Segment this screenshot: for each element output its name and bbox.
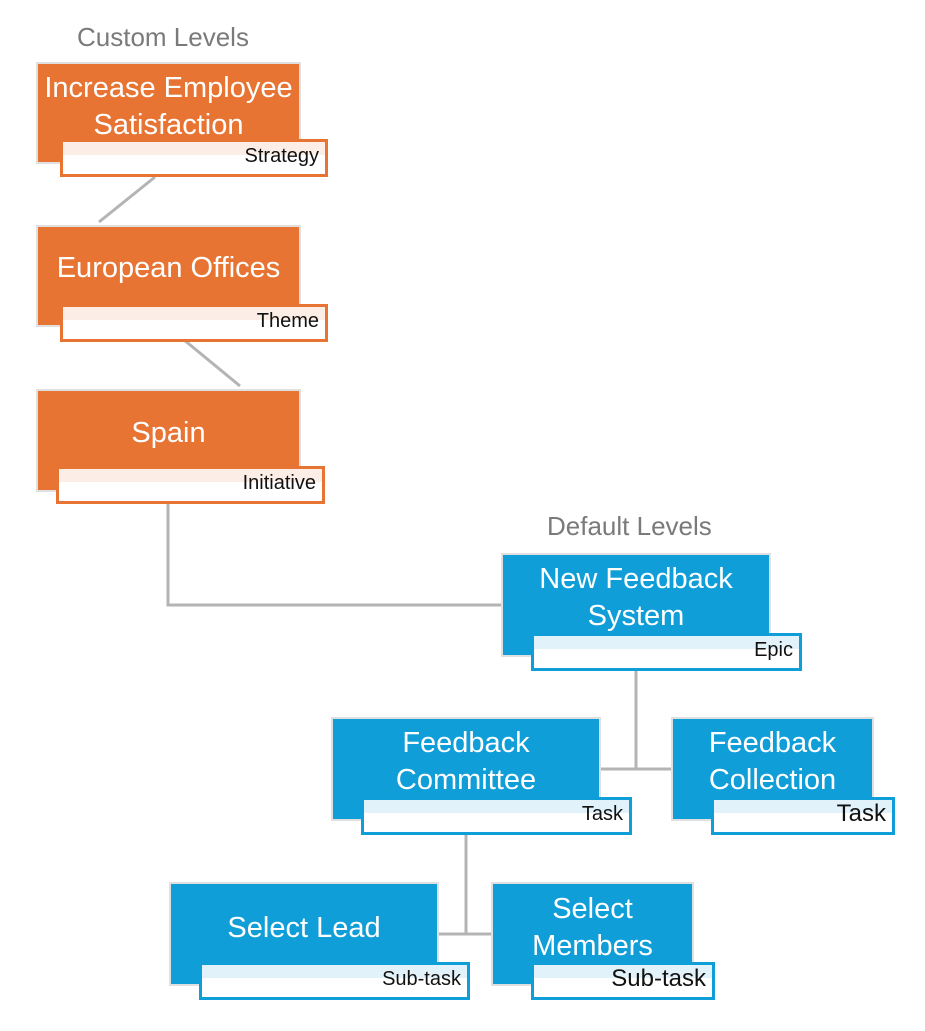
initiative-level-tag: Initiative (56, 466, 325, 504)
subtask-lead-title: Select Lead (227, 911, 381, 944)
epic-level-tag: Epic (531, 633, 802, 671)
epic-level-label: Epic (754, 639, 793, 661)
task-committee-title: Feedback Committee (395, 727, 537, 796)
connector-initiative-epic (166, 502, 501, 607)
initiative-title: Spain (131, 416, 206, 449)
theme-level-tag: Theme (60, 304, 328, 342)
subtask-members-title: Select Members (532, 893, 653, 962)
initiative-level-label: Initiative (242, 472, 316, 494)
task-collection-level-label: Task (836, 800, 886, 827)
subtask-members-level-label: Sub-task (611, 965, 706, 992)
epic-title: New Feedback System (539, 563, 733, 632)
custom-levels-label: Custom Levels (77, 22, 249, 52)
subtask-members-level-tag: Sub-task (531, 962, 715, 1000)
task-committee-level-label: Task (581, 803, 623, 825)
strategy-level-label: Strategy (244, 145, 319, 167)
strategy-title: Increase Employee Satisfaction (44, 72, 293, 141)
task-committee-level-tag: Task (361, 797, 632, 835)
strategy-level-tag: Strategy (60, 139, 328, 177)
subtask-lead-level-label: Sub-task (382, 968, 461, 990)
theme-title: European Offices (56, 251, 281, 284)
task-collection-title: Feedback Collection (708, 727, 837, 796)
task-collection-level-tag: Task (711, 797, 895, 835)
connector-strategy-theme (98, 175, 156, 224)
task-collection-node[interactable]: Feedback Collection (671, 717, 874, 821)
theme-level-label: Theme (256, 310, 319, 332)
default-levels-label: Default Levels (547, 511, 712, 541)
subtask-lead-level-tag: Sub-task (199, 962, 470, 1000)
